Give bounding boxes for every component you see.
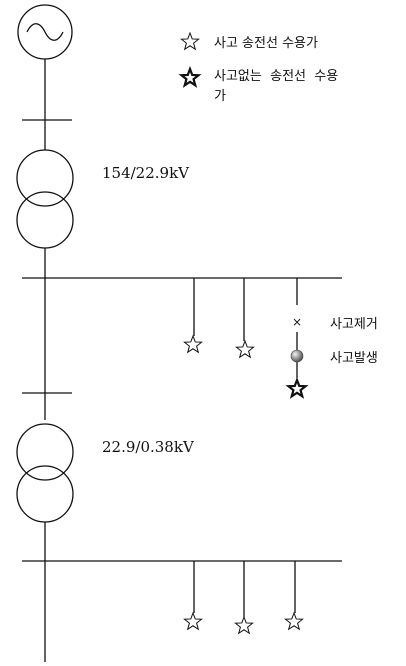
transformer-upper-rating: 154/22.9kV	[102, 164, 190, 182]
fault-cleared-icon: ×	[292, 315, 302, 329]
legend-unaffected-star-icon	[178, 65, 202, 88]
faulted-customer-star-icon	[183, 611, 203, 631]
customer-stars-lower	[183, 611, 304, 635]
fault-occurred-label: 사고발생	[330, 351, 378, 366]
legend-faulted-star-icon	[180, 31, 200, 51]
transformer-lower-rating: 22.9/0.38kV	[102, 438, 195, 456]
generator-symbol	[17, 4, 73, 60]
fault-occurred-icon	[290, 349, 304, 363]
feeders-lower	[193, 561, 296, 617]
faulted-customer-star-icon	[183, 334, 203, 354]
customer-stars-upper	[183, 334, 309, 399]
faulted-customer-star-icon	[234, 615, 254, 635]
feeders-upper	[193, 278, 298, 378]
faulted-customer-star-icon	[284, 611, 304, 631]
legend-unaffected-label-line1: 사고없는 송전선 수용	[214, 69, 338, 84]
legend-unaffected-label-line2: 가	[214, 89, 226, 104]
fault-cleared-label: 사고제거	[330, 317, 378, 332]
transformer-lower	[16, 423, 74, 523]
unaffected-customer-star-icon	[285, 376, 309, 399]
legend-faulted-label: 사고 송전선 수용가	[214, 36, 318, 51]
legend: 사고 송전선 수용가 사고없는 송전선 수용 가	[178, 31, 338, 104]
faulted-customer-star-icon	[235, 339, 255, 359]
transformer-upper	[16, 149, 74, 249]
